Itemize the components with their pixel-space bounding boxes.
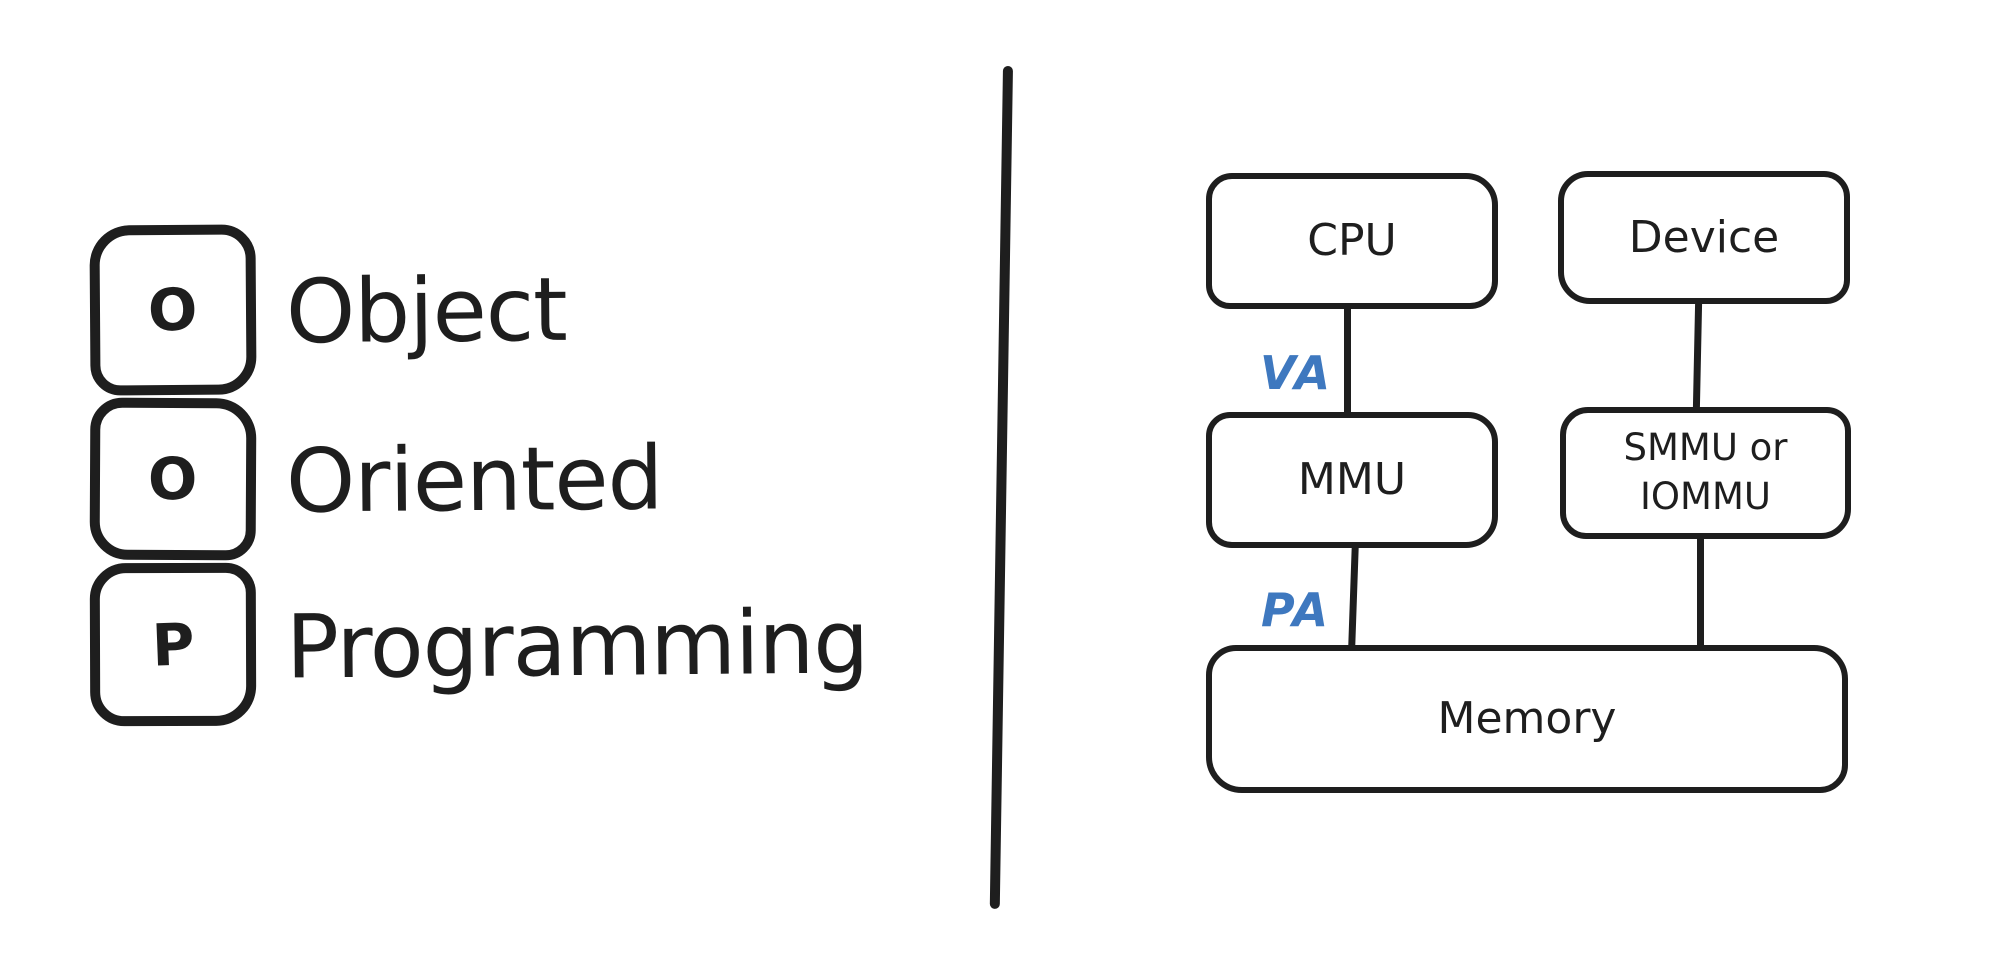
acronym-word-oriented: Oriented bbox=[285, 425, 663, 533]
node-mmu: MMU bbox=[1206, 412, 1498, 548]
acronym-word-object: Object bbox=[285, 257, 568, 363]
acronym-letter-o2: O bbox=[147, 444, 199, 514]
node-mmu-label: MMU bbox=[1297, 454, 1407, 506]
node-memory-label: Memory bbox=[1437, 693, 1617, 745]
node-memory: Memory bbox=[1206, 645, 1848, 793]
letter-box-o2: O bbox=[89, 397, 257, 561]
acronym-word-programming: Programming bbox=[285, 590, 869, 699]
divider-line bbox=[989, 65, 1013, 909]
letter-box-o1: O bbox=[89, 224, 257, 396]
acronym-row-programming: P Programming bbox=[89, 562, 869, 727]
node-smmu-label-line1: SMMU or bbox=[1623, 426, 1788, 470]
acronym-row-object: O Object bbox=[89, 224, 568, 396]
node-device: Device bbox=[1558, 171, 1850, 304]
node-smmu-or-iommu: SMMU or IOMMU bbox=[1560, 407, 1851, 539]
node-cpu-label: CPU bbox=[1307, 215, 1397, 267]
node-device-label: Device bbox=[1628, 211, 1780, 263]
edge-mmu-to-memory bbox=[1348, 542, 1359, 650]
acronym-row-oriented: O Oriented bbox=[89, 397, 663, 561]
edge-label-va: VA bbox=[1260, 346, 1333, 400]
edge-label-pa: PA bbox=[1261, 583, 1331, 637]
acronym-letter-p: P bbox=[150, 609, 196, 680]
node-cpu: CPU bbox=[1206, 173, 1498, 309]
edge-cpu-to-mmu bbox=[1344, 304, 1351, 416]
letter-box-p: P bbox=[89, 562, 257, 727]
node-smmu-label-line2: IOMMU bbox=[1640, 475, 1771, 518]
edge-device-to-smmu bbox=[1692, 299, 1703, 412]
edge-smmu-to-memory bbox=[1697, 534, 1704, 649]
acronym-letter-o1: O bbox=[146, 274, 200, 346]
